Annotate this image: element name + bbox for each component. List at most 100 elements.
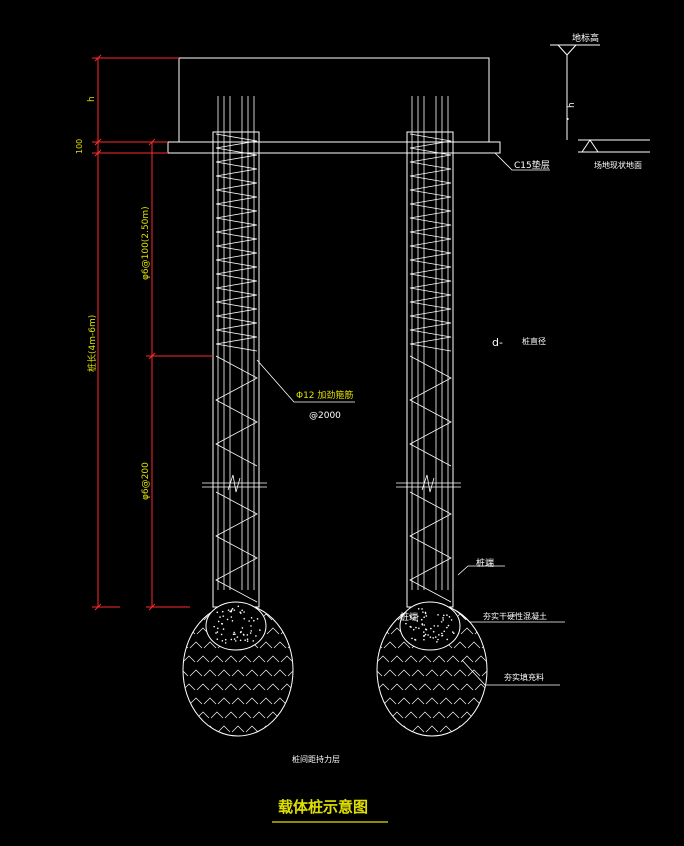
aggregate-dot (440, 621, 443, 623)
hatch-mark (309, 628, 321, 634)
hatch-mark (460, 627, 474, 635)
hatch-mark (183, 740, 195, 746)
hatch-mark (439, 669, 453, 677)
hatch-mark (224, 711, 238, 719)
hatch-mark (309, 684, 321, 690)
aggregate-dot (253, 619, 255, 622)
hatch-mark (169, 628, 181, 634)
hatch-mark (287, 697, 293, 705)
aggregate-dot (436, 641, 438, 643)
hatch-mark (162, 614, 174, 620)
aggregate-dot (241, 627, 244, 629)
hatch-mark (467, 669, 481, 677)
hatch-mark (245, 669, 259, 677)
hatch-mark (467, 725, 481, 733)
hatch-mark (266, 627, 280, 635)
hatch-mark (253, 740, 265, 746)
aggregate-dot (256, 618, 259, 620)
hatch-mark (295, 712, 307, 718)
hatch-mark (377, 697, 383, 705)
hatch-mark (183, 697, 189, 705)
hatch-mark (302, 726, 314, 732)
hatch-mark (481, 669, 487, 677)
hatch-mark (309, 600, 321, 606)
aggregate-dot (451, 631, 454, 633)
hatch-mark (238, 655, 252, 663)
aggregate-dot (422, 631, 425, 633)
aggregate-dot (442, 619, 445, 621)
aggregate-dot (448, 616, 451, 618)
aggregate-dot (427, 634, 429, 636)
bearing-layer-label: 桩间距持力层 (292, 754, 340, 764)
hatch-mark (474, 604, 487, 607)
hatch-mark (496, 698, 508, 704)
hatch-mark (309, 740, 321, 746)
aggregate-dot (430, 627, 432, 630)
hatch-mark (169, 712, 181, 718)
aggregate-dot (424, 633, 427, 636)
hatch-mark (460, 683, 474, 691)
hatch-mark (481, 725, 487, 733)
aggregate-dot (233, 609, 236, 611)
hatch-mark (239, 740, 251, 746)
hatch-mark (196, 604, 210, 607)
hatch-mark (217, 697, 231, 705)
hatch-mark (397, 697, 411, 705)
aggregate-dot (442, 617, 444, 619)
hatch-mark (432, 711, 446, 719)
hatch-mark (390, 683, 404, 691)
hatch-mark (467, 641, 481, 649)
aggregate-dot (217, 620, 220, 623)
hatch-mark (273, 641, 287, 649)
hatch-mark (252, 655, 266, 663)
hatch-mark (231, 697, 245, 705)
aggregate-dot (244, 639, 246, 642)
hatch-mark (447, 740, 459, 746)
aggregate-dot (234, 633, 236, 636)
cushion-layer (167, 141, 501, 154)
hatch-mark (266, 711, 280, 719)
hatch-mark (169, 656, 181, 662)
hatch-mark (245, 725, 259, 733)
ground-elevation-marker (550, 44, 650, 153)
hatch-mark (439, 725, 453, 733)
aggregate-dot (246, 634, 249, 636)
aggregate-dot (233, 638, 236, 640)
hatch-mark (460, 604, 474, 607)
hatch-mark (295, 628, 307, 634)
aggregate-dot (249, 632, 252, 634)
hatch-mark (197, 740, 209, 746)
hatch-mark (503, 656, 515, 662)
hatch-mark (474, 711, 487, 719)
hatch-mark (356, 726, 368, 732)
hatch-mark (273, 613, 287, 621)
diameter-symbol: d- (492, 336, 503, 349)
hatch-mark (169, 600, 181, 606)
aggregate-dot (255, 635, 257, 637)
hatch-mark (363, 628, 375, 634)
hatch-mark (259, 641, 273, 649)
aggregate-dot (240, 612, 242, 614)
hatch-mark (411, 669, 425, 677)
hatch-mark (273, 669, 287, 677)
sparse-stirrup-label: φ6@200 (141, 462, 151, 500)
aggregate-dot (222, 628, 225, 630)
hatch-mark (183, 725, 189, 733)
hatch-mark (210, 683, 224, 691)
dense-stirrup-label: φ6@100(2.50m) (141, 206, 151, 280)
aggregate-dot (216, 631, 219, 633)
aggregate-dot (425, 628, 428, 631)
aggregate-dot (409, 616, 412, 618)
aggregate-dot (246, 638, 249, 640)
aggregate-dot (239, 639, 242, 642)
hatch-mark (467, 613, 481, 621)
hatch-mark (432, 683, 446, 691)
diameter-label: 桩直径 (522, 336, 546, 346)
hatch-mark (295, 656, 307, 662)
aggregate-dot (450, 619, 453, 621)
cushion-thickness-label: 100 (75, 139, 84, 154)
hatch-mark (363, 656, 375, 662)
aggregate-dot (222, 615, 225, 617)
hatch-mark (309, 656, 321, 662)
hatch-mark (432, 655, 446, 663)
